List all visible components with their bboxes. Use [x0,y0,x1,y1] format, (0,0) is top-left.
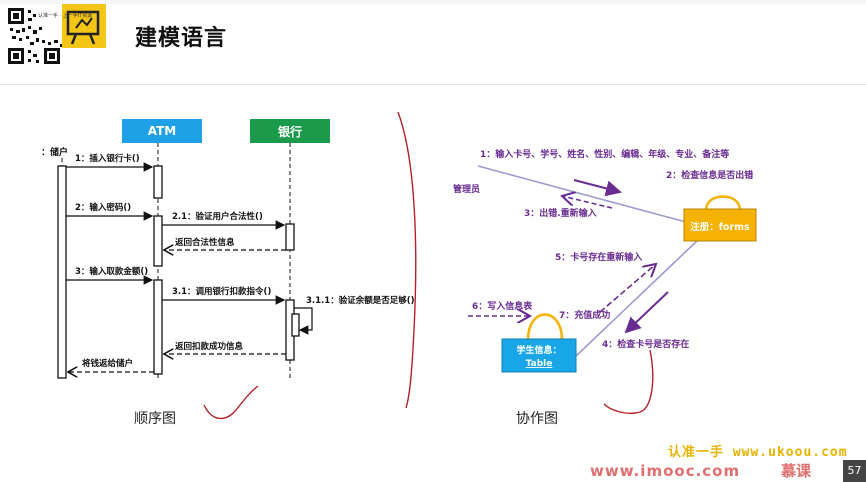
bank-activation-1 [285,223,295,251]
register-box [683,208,757,242]
student-label-line1: 学生信息： [516,344,561,356]
msg-3-1-return-label: 返回扣款成功信息 [175,341,244,352]
collab-msg-2: 2：检查信息是否出错 [666,169,753,181]
link-admin-register [477,165,687,223]
register-label: 注册：forms [690,221,750,233]
msg-2-label: 2：输入密码() [75,202,131,213]
admin-label: 管理员 [453,183,480,195]
msg-return-to-actor-label: 将钱返给储户 [82,358,133,369]
collab-msg-1-arrow [573,179,622,197]
msg-2-1-return-label: 返回合法性信息 [175,237,235,248]
collaboration-diagram: 注册：forms 学生信息： Table 管理员 1：输入卡号、学号、姓名、性别… [453,148,757,373]
ink-check-right [603,349,654,414]
presenter-icon [66,10,100,45]
page-number: 57 [843,460,866,482]
collab-msg-3-arrow [562,196,613,209]
atm-lifeline-header [122,119,202,143]
msg-1-label: 1：插入银行卡() [75,153,140,164]
qr-code-icon [6,4,68,68]
sequence-caption: 顺序图 [134,411,176,427]
bank-self-activation [291,313,300,337]
collab-msg-3: 3：出错.重新输入 [524,207,597,219]
logo-small-text: 认准一手 · 上一手IT资源 [38,13,93,19]
collab-msg-4: 4：检查卡号是否存在 [602,338,689,350]
watermark-imooc: www.imooc.com [590,462,741,480]
collab-msg-5-arrow [599,264,656,313]
bank-lifeline-header [250,119,330,143]
student-self-loop [526,313,564,341]
bank-label: 银行 [278,124,302,139]
watermark-ukoou: 认准一手 www.ukoou.com [668,445,848,460]
collab-msg-1: 1：输入卡号、学号、姓名、性别、编辑、年级、专业、备注等 [480,148,729,160]
atm-activation-3 [153,279,163,375]
actor-activation [57,165,67,379]
top-border [0,0,866,4]
atm-activation-2 [153,215,163,267]
page-title: 建模语言 [135,26,228,51]
watermark-mooc-logo: 慕课 [781,462,812,480]
collab-msg-5: 5：卡号存在重新输入 [555,251,642,263]
collab-msg-7: 7：充值成功 [559,309,610,321]
atm-label: ATM [148,124,176,138]
sequence-diagram: ATM 银行 ：储户 1：插入银行卡() 2：输入密码() 2.1：验证用户合法… [41,119,415,379]
qr-code [6,4,68,68]
collaboration-caption: 协作图 [516,411,558,427]
ink-bracket [397,111,417,409]
msg-3-1-1-label: 3.1.1：验证余额是否足够() [306,295,415,306]
student-box [501,338,577,373]
link-student-register [575,239,699,357]
atm-activation-1 [153,165,163,199]
register-self-loop [704,195,742,211]
logo-badge [62,4,106,48]
collab-msg-6: 6：写入信息表 [472,300,533,312]
msg-3-label: 3：输入取款金额() [75,266,148,277]
msg-3-1-1-self-arrow [294,307,313,335]
msg-2-1-label: 2.1：验证用户合法性() [172,211,263,222]
student-label-line2: Table [526,359,553,369]
divider [0,84,866,85]
msg-3-1-label: 3.1：调用银行扣款指令() [172,286,271,297]
ink-check-left [203,385,259,420]
actor-label: ：储户 [41,146,68,158]
collab-msg-4-arrow [624,291,669,334]
